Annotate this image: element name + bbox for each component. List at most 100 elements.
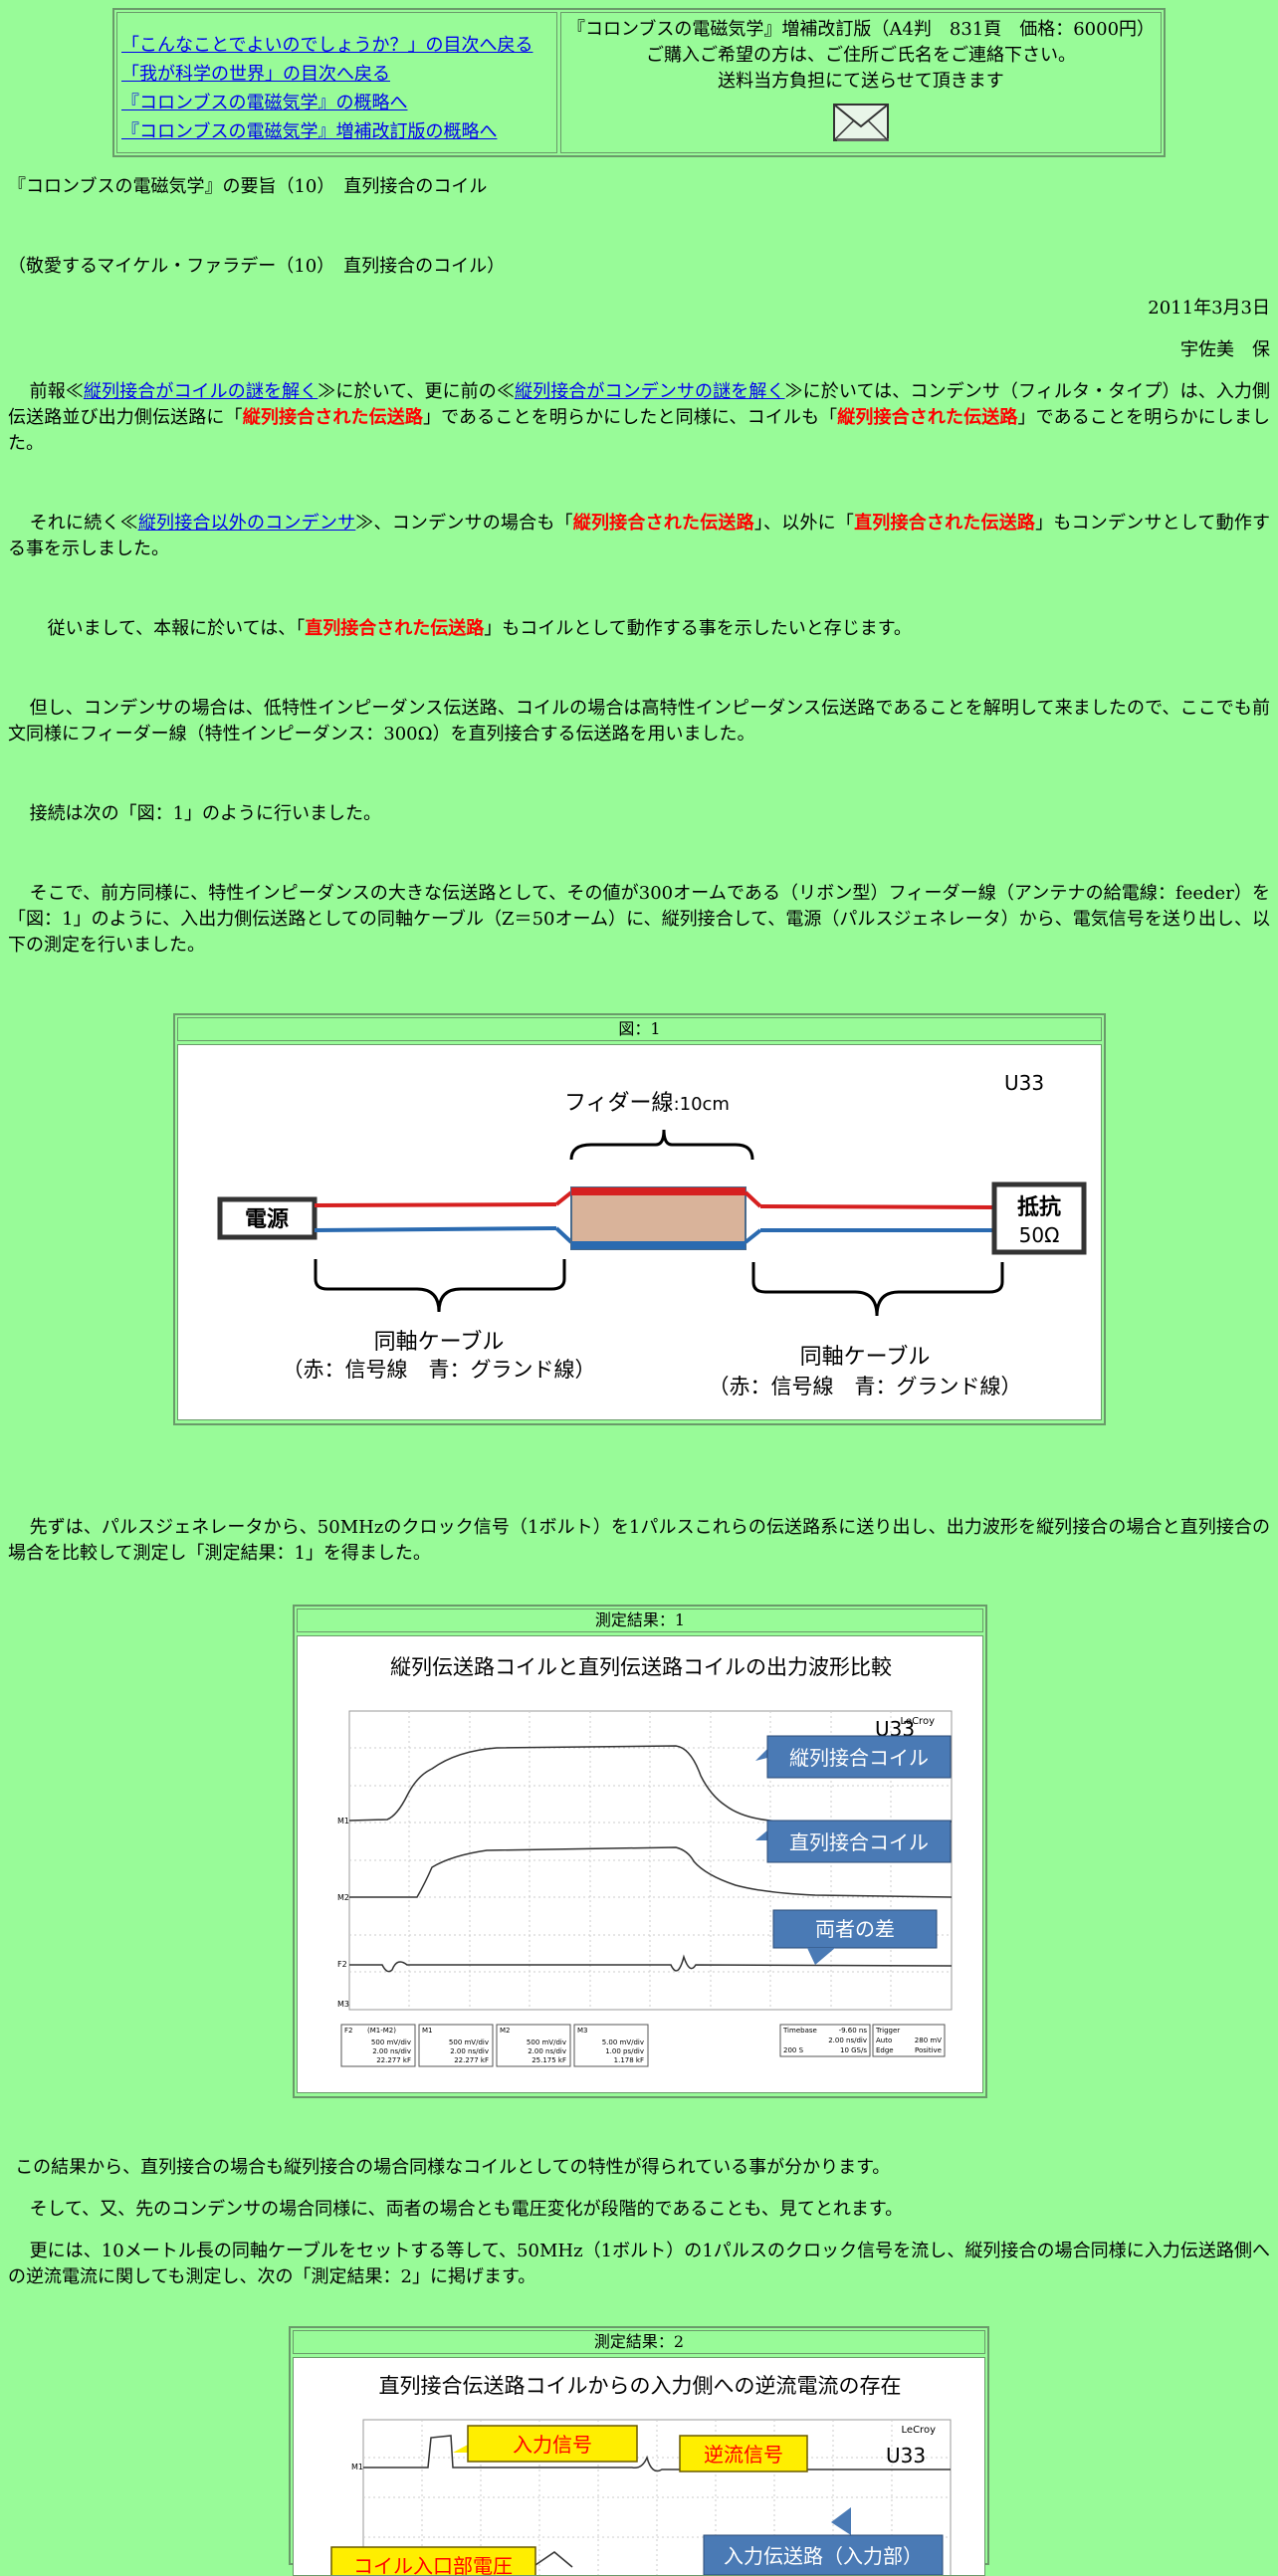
feeder-line [570,1186,746,1250]
svg-text:逆流信号: 逆流信号 [704,2443,783,2467]
article-title: 『コロンブスの電磁気学』の要旨（10） 直列接合のコイル [8,176,488,197]
source-box [217,1196,318,1240]
text: それに続く≪ [29,513,138,534]
figure-id: U33 [1004,1071,1044,1095]
svg-text:縦列接合コイル: 縦列接合コイル [789,1746,929,1770]
paragraph-10: 更には、10メートル長の同軸ケーブルをセットする等して、50MHz（1ボルト）の… [8,2241,1270,2287]
svg-text:両者の差: 両者の差 [815,1917,895,1941]
svg-text:22.277 kF: 22.277 kF [454,2056,489,2064]
trace-m2 [349,1846,953,1898]
trace-m1 [348,1745,953,1824]
nav-link-summary[interactable]: 『コロンブスの電磁気学』の概略へ [121,93,408,113]
svg-text:1.00 ps/div: 1.00 ps/div [605,2047,644,2055]
callout-difference: 両者の差 [772,1909,938,1965]
text: 前報≪ [29,381,84,402]
svg-text:F2: F2 [344,2027,352,2035]
nav-link-contents-science[interactable]: 「我が科学の世界」の目次へ戻る [121,64,390,85]
svg-text:-9.60 ns: -9.60 ns [839,2027,868,2035]
svg-text:500 mV/div: 500 mV/div [527,2039,566,2046]
article-author: 宇佐美 保 [1180,339,1270,360]
left-coax-brace [314,1259,566,1313]
svg-text:5.00 mV/div: 5.00 mV/div [602,2039,644,2046]
svg-text:Auto: Auto [876,2037,892,2044]
result-2: 測定結果：2 直列接合伝送路コイルからの入力側への逆流電流の存在 LeCroy … [289,2326,989,2576]
header-table: 「こんなことでよいのでしょうか？」の目次へ戻る 「我が科学の世界」の目次へ戻る … [112,8,1166,157]
book-info-cell: 『コロンブスの電磁気学』増補改訂版（A4判 831頁 価格：6000円） ご購入… [560,12,1162,153]
result-1-caption: 測定結果：1 [297,1609,983,1632]
svg-text:Positive: Positive [915,2046,942,2054]
nav-link-revised-summary[interactable]: 『コロンブスの電磁気学』増補改訂版の概略へ [121,121,498,142]
svg-text:Edge: Edge [876,2046,894,2054]
svg-text:(M1-M2): (M1-M2) [367,2027,396,2035]
text: 」もコンデンサとして動作する事を示しました。 [8,513,1271,559]
link-capacitor-article[interactable]: 縦列接合がコンデンサの謎を解く [514,381,785,402]
figure-1: 図：1 フィダー線:10cm U33 電源 [173,1013,1106,1425]
resistor-value: 50Ω [1019,1223,1060,1247]
text: ≫に於いて、更に前の≪ [318,381,515,402]
text: 」、以外に「 [753,513,855,534]
callout-coil-voltage: コイル入口部電圧 [330,2546,536,2575]
scope-readouts: F2 (M1-M2) 500 mV/div 2.00 ns/div 22.277 … [340,2024,946,2067]
result-2-id: U33 [886,2444,926,2468]
mail-icon[interactable] [832,103,890,150]
svg-text:25.175 kF: 25.175 kF [532,2056,566,2064]
source-label: 電源 [245,1207,289,1232]
right-signal-wire [759,1204,995,1209]
scope-brand: LeCroy [901,1716,936,1727]
svg-text:10 GS/s: 10 GS/s [840,2046,867,2054]
trace-input-2 [363,2435,951,2472]
callout-serial-coil: 直列接合コイル [755,1820,952,1863]
svg-text:500 mV/div: 500 mV/div [449,2039,489,2046]
order-line: ご購入ご希望の方は、ご住所ご氏名をご連絡下さい。 [646,45,1076,66]
feeder-brace [569,1129,754,1161]
paragraph-4: 但し、コンデンサの場合は、低特性インピーダンス伝送路、コイルの場合は高特性インピ… [8,698,1270,745]
svg-text:2.00 ns/div: 2.00 ns/div [450,2047,489,2055]
ch-label-f2: F2 [337,1960,347,1969]
result-1: 測定結果：1 縦列伝送路コイルと直列伝送路コイルの出力波形比較 LeCro [293,1605,987,2098]
svg-text:2.00 ns/div: 2.00 ns/div [828,2037,867,2044]
svg-text:入力伝送路（入力部）: 入力伝送路（入力部） [724,2544,923,2568]
article-subtitle: （敬愛するマイケル・ファラデー（10） 直列接合のコイル） [8,256,506,277]
svg-text:280 mV: 280 mV [915,2037,942,2044]
ch-label-m1: M1 [337,1817,349,1825]
result-1-title: 縦列伝送路コイルと直列伝送路コイルの出力波形比較 [390,1655,892,1679]
coax1-sub: （赤：信号線 青：グランド線） [283,1358,596,1382]
coax2-sub: （赤：信号線 青：グランド線） [709,1375,1022,1398]
svg-text:Trigger: Trigger [875,2027,900,2035]
oscilloscope-plot-2: 直列接合伝送路コイルからの入力側への逆流電流の存在 LeCroy U33 M1 [330,2374,952,2575]
paragraph-9: そして、又、先のコンデンサの場合同様に、両者の場合とも電圧変化が段階的であること… [29,2199,904,2220]
paragraph-1: 前報≪縦列接合がコイルの謎を解く≫に於いて、更に前の≪縦列接合がコンデンサの謎を… [8,379,1270,457]
text: 」であることを明らかにしました。 [8,407,1271,454]
paragraph-3: 従いまして、本報に於いては、「直列接合された伝送路」もコイルとして動作する事を示… [8,616,1270,642]
result-2-title: 直列接合伝送路コイルからの入力側への逆流電流の存在 [379,2374,902,2398]
highlight: 縦列接合された伝送路 [572,513,754,534]
text: 従いまして、本報に於いては、「 [47,618,306,639]
nav-link-contents-kon[interactable]: 「こんなことでよいのでしょうか？」の目次へ戻る [121,35,533,56]
result-2-caption: 測定結果：2 [293,2330,985,2354]
callout-input-signal: 入力信号 [453,2425,638,2463]
svg-text:2.00 ns/div: 2.00 ns/div [372,2047,411,2055]
callout-series-coil: 縦列接合コイル [755,1735,952,1779]
ch-label-m2: M2 [337,1893,349,1902]
link-coil-article[interactable]: 縦列接合がコイルの謎を解く [83,381,319,402]
right-coax-brace [751,1262,1004,1317]
book-info: 『コロンブスの電磁気学』増補改訂版（A4判 831頁 価格：6000円） [566,19,1156,40]
text: 」もコイルとして動作する事を示したいと存じます。 [484,618,912,639]
svg-text:2.00 ns/div: 2.00 ns/div [528,2047,566,2055]
paragraph-8: この結果から、直列接合の場合も縦列接合の場合同様なコイルとしての特性が得られてい… [15,2157,891,2178]
article-date: 2011年3月3日 [1148,298,1270,319]
svg-text:M3: M3 [577,2027,588,2035]
link-other-capacitor[interactable]: 縦列接合以外のコンデンサ [137,513,356,534]
resistor-box [991,1181,1087,1255]
svg-text:Timebase: Timebase [782,2027,817,2035]
feeder-label: フィダー線:10cm [564,1091,730,1116]
paragraph-5: 接続は次の「図：1」のように行いました。 [29,803,382,824]
text: 」であることを明らかにしたと同様に、コイルも「 [422,407,838,428]
callout-reverse-signal: 逆流信号 [679,2435,808,2472]
paragraph-6: そこで、前方同様に、特性インピーダンスの大きな伝送路として、その値が300オーム… [8,883,1270,956]
text: ≫に於いては、コンデンサ（フィルタ・タイプ）は、入力側伝送路並び出力側伝送路に「 [8,381,1271,428]
ch-label-m1-2: M1 [351,2463,363,2471]
svg-text:直列接合コイル: 直列接合コイル [789,1830,929,1854]
shipping-line: 送料当方負担にて送らせて頂きます [718,71,1004,92]
